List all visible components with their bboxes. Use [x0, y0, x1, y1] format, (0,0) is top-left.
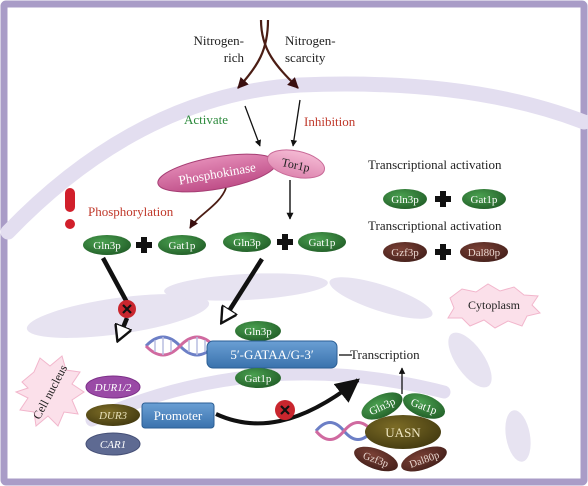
nitrogen-scarcity-label-line2: scarcity [285, 50, 326, 65]
gata-gln3p-label: Gln3p [244, 326, 272, 338]
nucleus-label-badge: Cell nucleus [14, 355, 85, 427]
dna-strand-b [144, 335, 216, 357]
phosphokinase-node: Phosphokinase [157, 153, 277, 193]
uasn-gzf3p [354, 446, 398, 472]
nitrogen-rich-label-line1: Nitrogen- [193, 33, 244, 48]
complex-middle: Gln3p Gat1p [223, 232, 346, 252]
tor1p-label: Tor1p [280, 155, 311, 175]
promoter-label: Promoter [154, 408, 203, 423]
inhibition-arrow [290, 99, 301, 147]
promoter-box [141, 402, 215, 429]
cytoplasm-label: Cytoplasm [468, 298, 521, 312]
middle-import-arrow [222, 257, 264, 322]
nitrogen-scarcity-label-line1: Nitrogen- [285, 33, 336, 48]
uasn-gat1p [402, 393, 446, 419]
legend-2-dal80p [460, 242, 508, 262]
dna-helix-upper [144, 335, 216, 357]
complex-left: Gln3p Gat1p [83, 235, 206, 255]
plus-icon [435, 244, 451, 260]
gata-element: Gln3p 5′-GATAA/G-3′ Gat1p [206, 321, 338, 388]
complex-left-gln3p-label: Gln3p [93, 240, 121, 252]
phosphorylation-label: Phosphorylation [88, 204, 174, 219]
blocked-cross [122, 304, 132, 314]
legend-complex-1: Gln3p Gat1p [383, 189, 506, 209]
legend-2-gzf3p [383, 242, 427, 262]
complex-middle-gln3p [223, 232, 271, 252]
complex-left-gat1p [158, 235, 206, 255]
dna-lower-strand-b [314, 421, 374, 441]
plus-icon [277, 234, 293, 250]
left-import-arrow [118, 317, 127, 340]
gata-gat1p-label: Gat1p [245, 373, 272, 385]
gata-gln3p [235, 321, 281, 341]
organelle-right [329, 277, 433, 319]
plus-icon [435, 191, 451, 207]
organelle-lower-right [448, 332, 492, 388]
promoter-transcription-arrow [215, 378, 360, 426]
nitrogen-scarcity-arrow [259, 19, 299, 89]
gene-list: DUR1/2 DUR3 CAR1 [85, 375, 141, 456]
inhibition-label: Inhibition [304, 114, 356, 129]
legend-1-gln3p [383, 189, 427, 209]
complex-left-gat1p-label: Gat1p [169, 240, 196, 252]
exclamation-bar [65, 188, 75, 212]
legend-1-gln3p-label: Gln3p [391, 194, 419, 206]
legend-1-gat1p [462, 189, 506, 209]
legend-2-gzf3p-label: Gzf3p [391, 247, 419, 259]
transcription-label: Transcription [350, 347, 420, 362]
exclamation-icon [65, 188, 75, 229]
complex-middle-gln3p-label: Gln3p [233, 237, 261, 249]
activate-label: Activate [184, 112, 228, 127]
legend-1-gat1p-label: Gat1p [471, 194, 498, 206]
uasn-core [365, 415, 441, 449]
uasn-gln3p [361, 392, 403, 420]
legend-2-dal80p-label: Dal80p [468, 247, 501, 259]
cytoplasm-label-badge: Cytoplasm [447, 283, 541, 329]
left-complex-path [101, 256, 131, 308]
legend-complex-2: Gzf3p Dal80p [383, 242, 508, 262]
gata-gat1p [235, 368, 281, 388]
activate-arrow [244, 105, 261, 147]
complex-left-gln3p [83, 235, 131, 255]
gene-dur12 [85, 375, 141, 399]
dna-rungs [154, 337, 206, 355]
gene-dur3-label: DUR3 [98, 410, 128, 422]
uasn-dal80p [401, 446, 447, 472]
cytoplasm-burst [447, 283, 541, 329]
exclamation-dot [65, 219, 75, 229]
gene-car1-label: CAR1 [100, 439, 126, 451]
uasn-label: UASN [385, 425, 421, 440]
tor1p-shape [267, 149, 325, 179]
blocked-icon [118, 300, 136, 318]
organelle-bottom-right [505, 410, 531, 462]
nitrogen-rich-arrow [237, 19, 270, 89]
gene-car1 [85, 432, 141, 456]
tor1p-node: Tor1p [267, 149, 325, 179]
complex-middle-gat1p [298, 232, 346, 252]
legend-title-2: Transcriptional activation [368, 218, 502, 233]
phosphokinase-to-complex-arrow [189, 187, 227, 229]
nucleus-burst [14, 355, 85, 427]
organelle-left [26, 294, 210, 338]
dna-helix-lower [314, 421, 374, 441]
complex-middle-gat1p-label: Gat1p [309, 237, 336, 249]
gata-sequence-box [206, 340, 338, 369]
gene-dur3 [86, 404, 140, 426]
blocked-icon [275, 400, 295, 420]
gata-sequence-label: 5′-GATAA/G-3′ [230, 347, 314, 362]
plus-icon [136, 237, 152, 253]
legend-title-1: Transcriptional activation [368, 157, 502, 172]
uasn-complex: Gln3p Gat1p UASN Gzf3p Dal80p [354, 392, 447, 472]
gene-dur12-label: DUR1/2 [94, 382, 132, 394]
blocked-cross-2 [280, 405, 290, 415]
cell-membrane [0, 76, 588, 240]
nitrogen-rich-label-line2: rich [224, 50, 245, 65]
